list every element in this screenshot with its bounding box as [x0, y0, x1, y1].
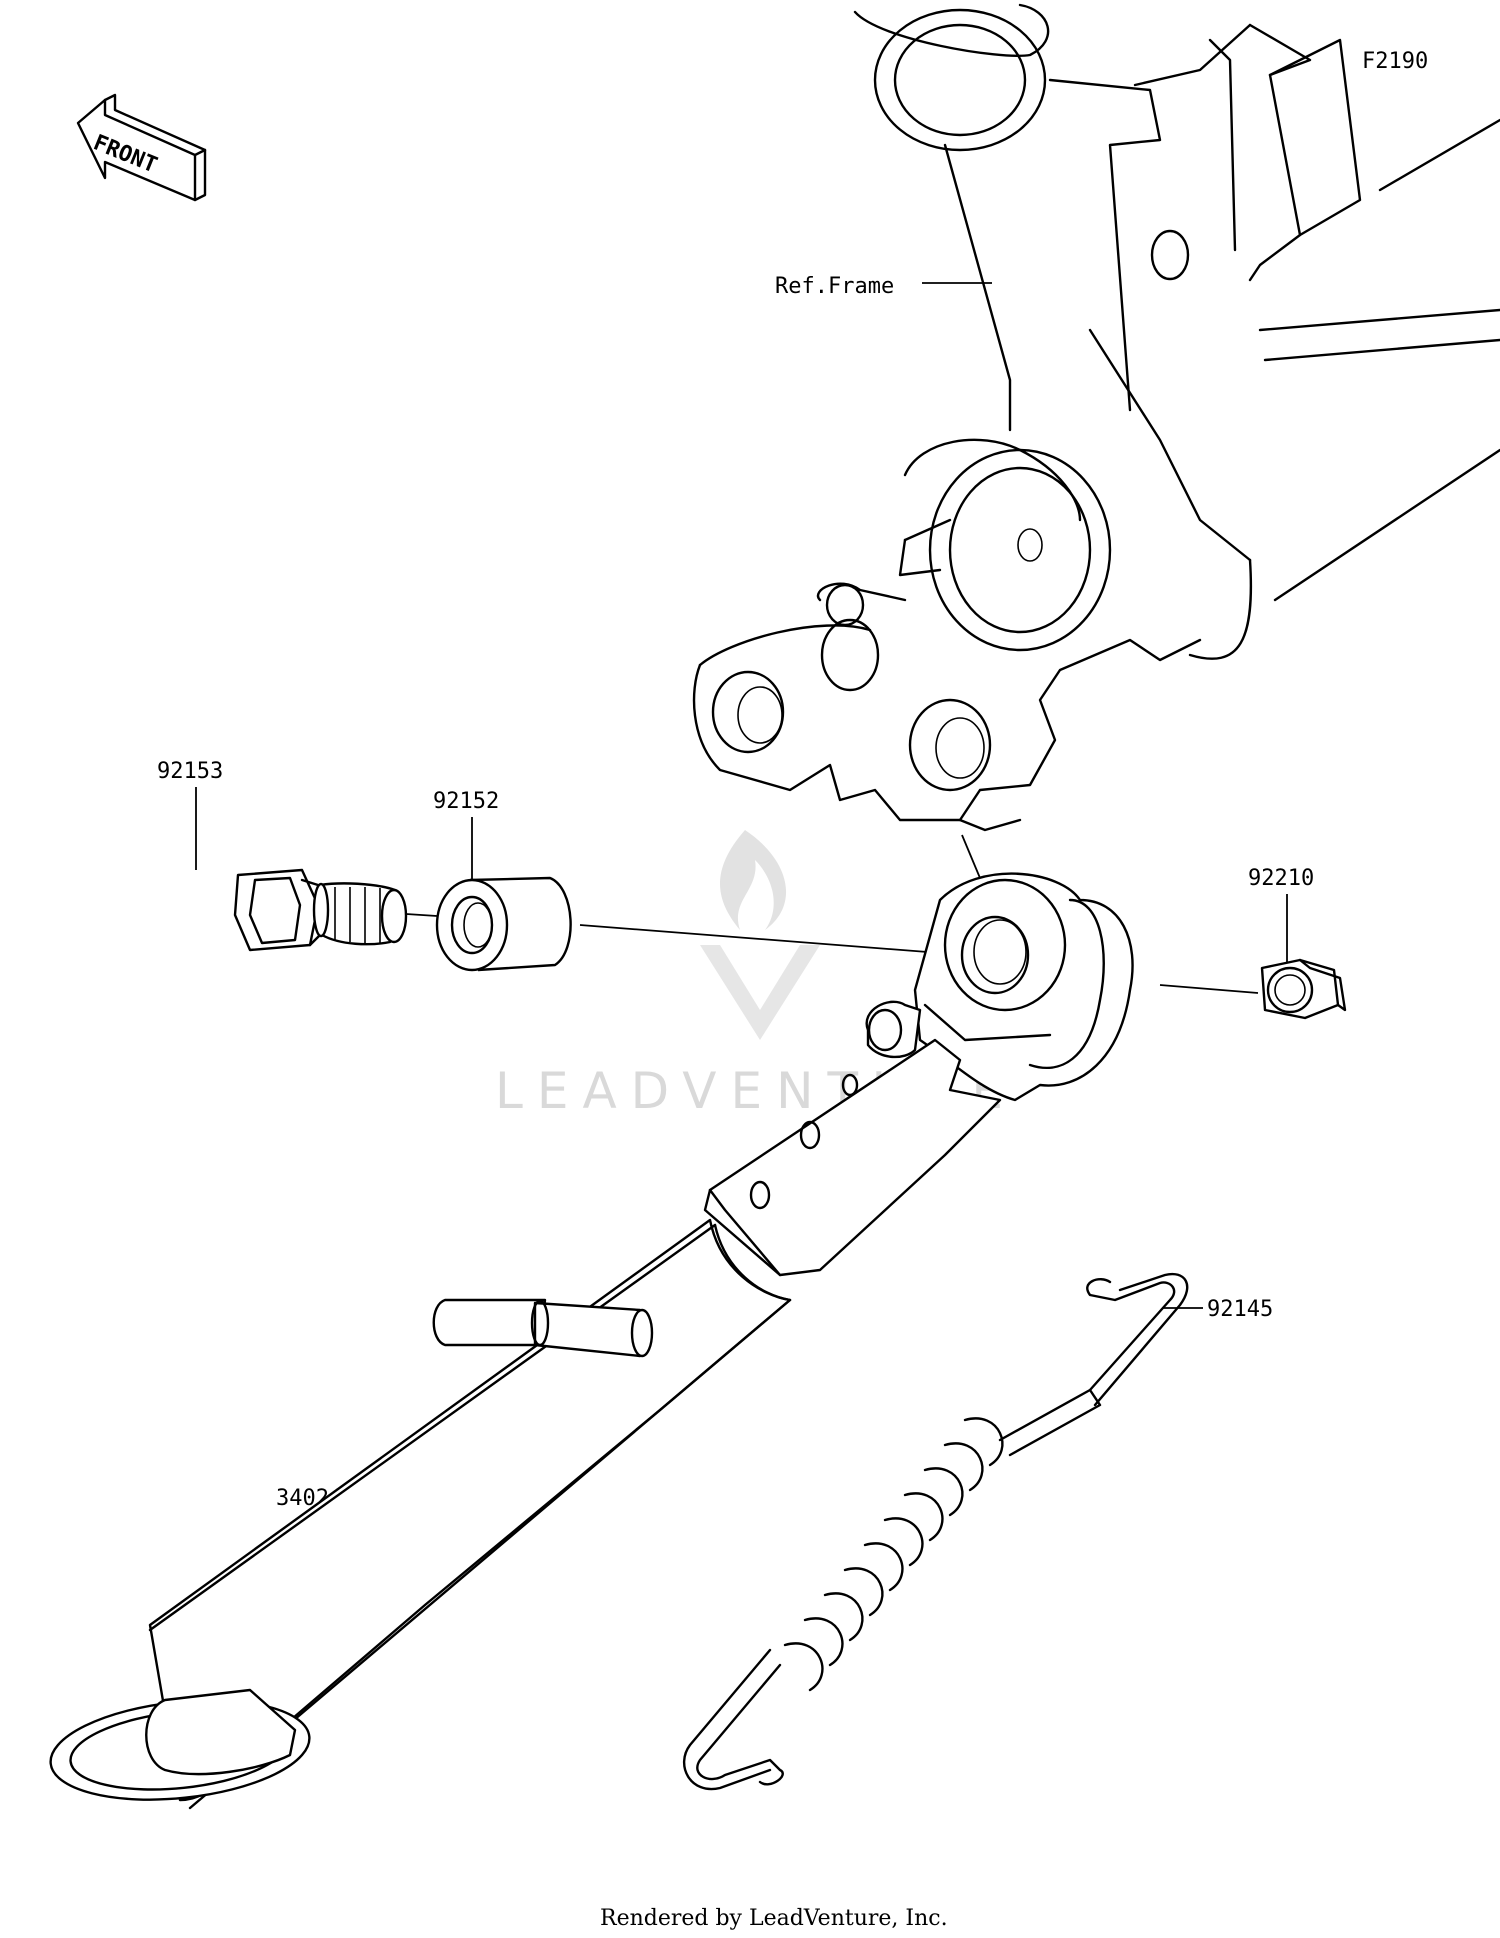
figure-code: F2190: [1362, 49, 1428, 74]
label-92210: 92210: [1248, 866, 1314, 891]
label-92152: 92152: [433, 789, 499, 814]
bolt-92153: [233, 868, 408, 952]
spring-coils: [783, 1417, 1004, 1692]
footer-credit: Rendered by LeadVenture, Inc.: [600, 1906, 948, 1931]
label-92145: 92145: [1207, 1297, 1273, 1322]
frame-reference: [692, 3, 1500, 832]
watermark-v-icon: [700, 945, 820, 1040]
spring-92145: [682, 1272, 1189, 1791]
side-stand-34024: [49, 872, 1134, 1810]
label-92153: 92153: [157, 759, 223, 784]
label-ref-frame: Ref.Frame: [775, 274, 894, 299]
nut-92210: [1260, 958, 1347, 1020]
front-arrow-icon: FRONT: [76, 93, 207, 202]
collar-92152: [435, 876, 572, 972]
nut-axis-line: [1159, 984, 1259, 994]
watermark-flame-icon: [720, 830, 787, 930]
